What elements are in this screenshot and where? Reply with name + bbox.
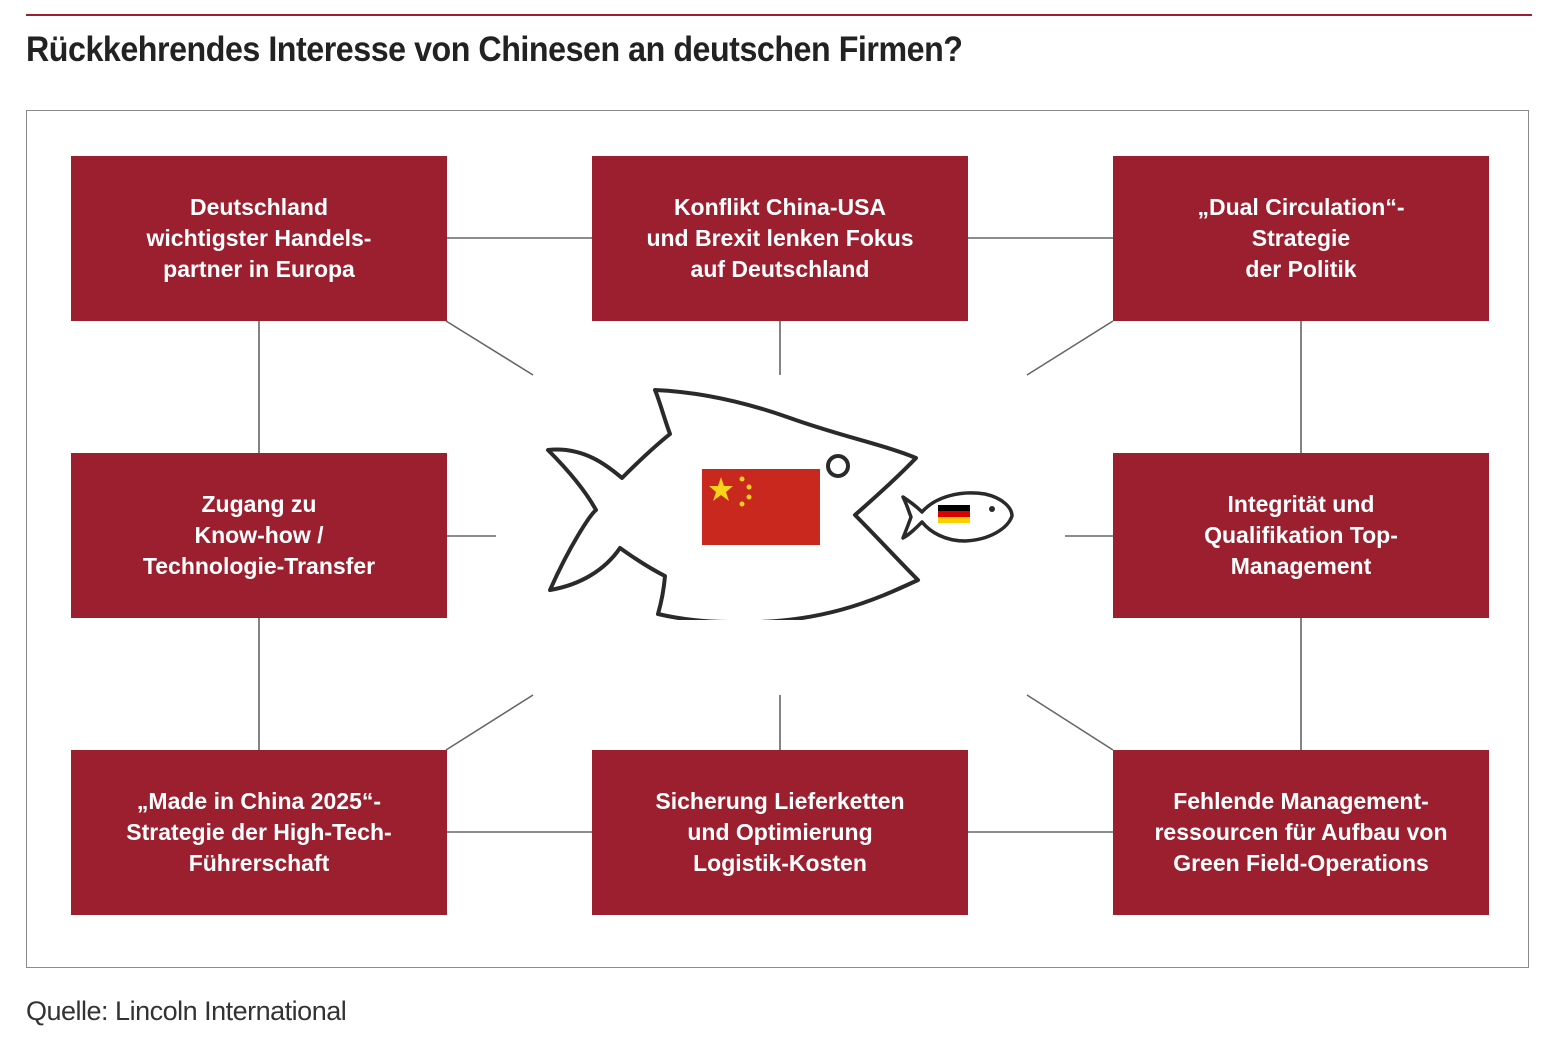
factor-box-text: Zugang zu Know-how / Technologie-Transfe… [142, 491, 376, 579]
factor-box-text: Konflikt China-USA und Brexit lenken Fok… [646, 194, 914, 282]
fish-illustration [546, 388, 1014, 620]
factor-box-dual-circulation: „Dual Circulation“- Strategie der Politi… [1113, 156, 1489, 321]
factor-box-text: Sicherung Lieferketten und Optimierung L… [655, 788, 905, 876]
factor-box-china-usa-brexit: Konflikt China-USA und Brexit lenken Fok… [592, 156, 968, 321]
source-note: Quelle: Lincoln International [26, 996, 347, 1026]
connector-line [445, 320, 534, 376]
china-flag-icon [702, 469, 820, 545]
diagram-frame [26, 110, 1529, 968]
factor-box-made-in-china: „Made in China 2025“- Strategie der High… [71, 750, 447, 915]
germany-flag-icon [938, 505, 970, 523]
big-fish-eye-icon [826, 454, 850, 478]
factor-box-text: Deutschland wichtigster Handels- partner… [146, 194, 372, 282]
factor-box-text: Integrität und Qualifikation Top- Manage… [1204, 491, 1398, 579]
connector-line [1026, 320, 1114, 376]
factor-box-text: Fehlende Management- ressourcen für Aufb… [1154, 788, 1448, 876]
connector-line [1026, 694, 1114, 751]
factor-box-know-how: Zugang zu Know-how / Technologie-Transfe… [71, 453, 447, 618]
connector-line [445, 694, 534, 751]
factor-box-green-field: Fehlende Management- ressourcen für Aufb… [1113, 750, 1489, 915]
factor-box-text: „Dual Circulation“- Strategie der Politi… [1197, 194, 1405, 282]
factor-box-text: „Made in China 2025“- Strategie der High… [126, 788, 392, 876]
factor-box-top-management: Integrität und Qualifikation Top- Manage… [1113, 453, 1489, 618]
top-rule [26, 14, 1532, 16]
factor-box-trade-partner: Deutschland wichtigster Handels- partner… [71, 156, 447, 321]
small-fish-eye-icon [989, 506, 995, 512]
factor-box-supply-chain: Sicherung Lieferketten und Optimierung L… [592, 750, 968, 915]
page-title: Rückkehrendes Interesse von Chinesen an … [26, 30, 963, 69]
